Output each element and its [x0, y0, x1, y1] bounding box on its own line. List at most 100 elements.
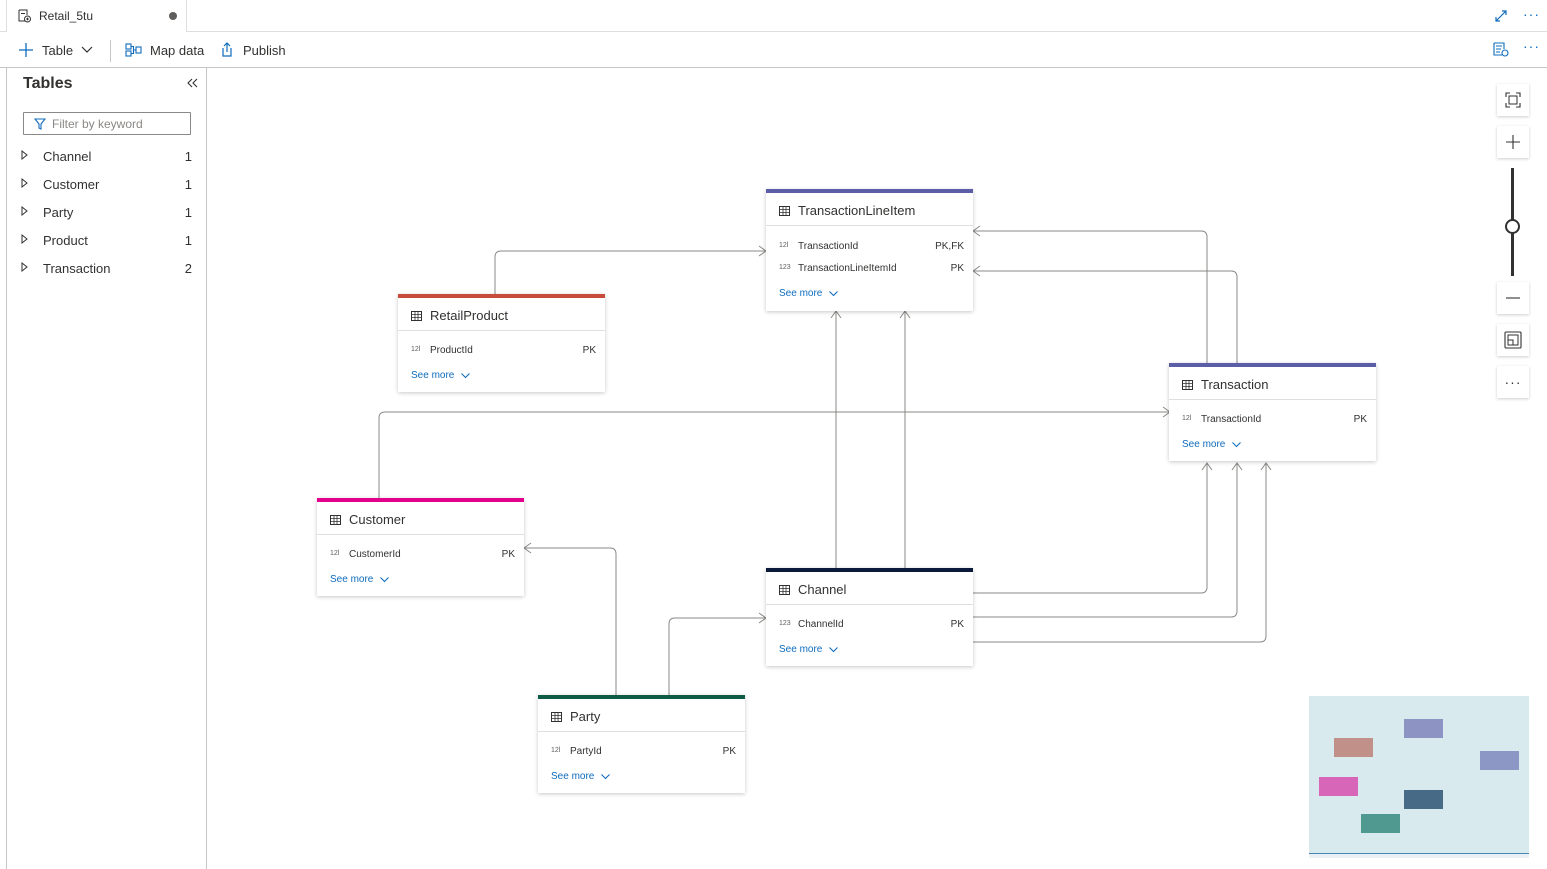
publish-icon — [222, 42, 232, 57]
attribute-name: TransactionId — [1201, 414, 1262, 425]
attribute-type-icon: 123 — [779, 264, 791, 271]
see-more-label: See more — [330, 574, 374, 585]
diagram-canvas[interactable]: TransactionLineItem 12l TransactionId PK… — [207, 68, 1547, 869]
entity-attribute-row[interactable]: 12l CustomerId PK — [317, 545, 524, 565]
map-data-button[interactable]: Map data — [125, 32, 204, 68]
attribute-type-icon: 12l — [330, 550, 340, 557]
attribute-name: ChannelId — [798, 619, 844, 630]
chevron-down-icon — [380, 576, 390, 582]
attribute-key: PK — [950, 619, 964, 630]
relationship-line — [494, 250, 765, 295]
relationship-line — [974, 270, 1238, 364]
arrowhead — [972, 265, 981, 277]
see-more-label: See more — [779, 644, 823, 655]
chevron-down-icon — [829, 646, 839, 652]
table-icon — [330, 515, 341, 525]
minimap-toggle-icon — [1504, 331, 1522, 349]
entity-retailproduct[interactable]: RetailProduct 12l ProductId PK See more — [398, 294, 605, 392]
table-icon — [779, 585, 790, 595]
more-options-button[interactable]: ··· — [1497, 366, 1529, 398]
arrowhead — [972, 225, 981, 237]
minimap-node-retailproduct — [1334, 738, 1373, 757]
entity-party[interactable]: Party 12l PartyId PK See more — [538, 695, 745, 793]
entity-name: Party — [570, 709, 601, 724]
table-icon — [1182, 380, 1193, 390]
relationship-line — [668, 617, 765, 695]
map-data-label: Map data — [150, 42, 205, 58]
collapse-panel-icon[interactable] — [187, 78, 199, 88]
see-more-link[interactable]: See more — [779, 288, 839, 299]
entity-customer[interactable]: Customer 12l CustomerId PK See more — [317, 498, 524, 596]
entity-attribute-row[interactable]: 12l ProductId PK — [398, 341, 605, 361]
entity-attribute-row[interactable]: 123 TransactionLineItemId PK — [766, 259, 973, 279]
filter-box[interactable] — [23, 112, 191, 135]
entity-attribute-row[interactable]: 123 ChannelId PK — [766, 615, 973, 635]
arrowhead — [1201, 462, 1213, 471]
tree-item-label: Transaction — [43, 261, 111, 276]
attribute-type-icon: 12l — [1182, 415, 1192, 422]
table-icon — [779, 206, 790, 216]
arrowhead — [523, 542, 532, 554]
expand-icon[interactable] — [1493, 8, 1509, 24]
entity-header: TransactionLineItem — [766, 193, 973, 226]
see-more-link[interactable]: See more — [411, 370, 471, 381]
see-more-link[interactable]: See more — [330, 574, 390, 585]
entity-header: Party — [538, 699, 745, 732]
minimap-node-transactionlineitem — [1404, 719, 1443, 738]
entity-color-bar — [538, 695, 745, 699]
caret-right-icon — [21, 234, 28, 244]
publish-button[interactable]: Publish — [219, 32, 286, 68]
properties-icon[interactable] — [1492, 41, 1510, 58]
panel-title: Tables — [23, 75, 73, 92]
tree-item-transaction[interactable]: Transaction 2 — [21, 256, 197, 280]
see-more-link[interactable]: See more — [1182, 439, 1242, 450]
chevron-down-icon — [829, 290, 839, 296]
minimap-node-customer — [1319, 777, 1358, 796]
add-table-button[interactable]: Table — [18, 32, 93, 68]
tree-item-party[interactable]: Party 1 — [21, 200, 197, 224]
see-more-link[interactable]: See more — [551, 771, 611, 782]
zoom-out-button[interactable] — [1497, 282, 1529, 314]
chevron-down-icon — [81, 46, 93, 53]
attribute-key: PK — [950, 263, 964, 274]
tree-item-label: Party — [43, 205, 74, 220]
arrowhead — [1260, 462, 1272, 471]
entity-attribute-row[interactable]: 12l TransactionId PK,FK — [766, 237, 973, 257]
zoom-slider-handle[interactable] — [1505, 219, 1520, 234]
minimap-scrollbar — [1309, 854, 1529, 858]
entity-attribute-row[interactable]: 12l TransactionId PK — [1169, 410, 1376, 430]
entity-channel[interactable]: Channel 123 ChannelId PK See more — [766, 568, 973, 666]
entity-attribute-row[interactable]: 12l PartyId PK — [538, 742, 745, 762]
see-more-label: See more — [1182, 439, 1226, 450]
see-more-link[interactable]: See more — [779, 644, 839, 655]
table-icon — [411, 311, 422, 321]
attribute-name: ProductId — [430, 345, 473, 356]
tree-item-customer[interactable]: Customer 1 — [21, 172, 197, 196]
attribute-type-icon: 123 — [779, 620, 791, 627]
entity-color-bar — [1169, 363, 1376, 367]
publish-label: Publish — [243, 42, 286, 58]
see-more-label: See more — [411, 370, 455, 381]
tab-more-icon[interactable]: ··· — [1523, 6, 1540, 22]
zoom-in-button[interactable] — [1497, 126, 1529, 158]
filter-input[interactable] — [52, 114, 188, 133]
entity-transactionlineitem[interactable]: TransactionLineItem 12l TransactionId PK… — [766, 189, 973, 311]
tree-item-channel[interactable]: Channel 1 — [21, 144, 197, 168]
toolbar-more-icon[interactable]: ··· — [1523, 38, 1540, 54]
entity-header: RetailProduct — [398, 298, 605, 331]
minimap[interactable] — [1309, 696, 1529, 858]
caret-right-icon — [21, 178, 28, 188]
chevron-down-icon — [1232, 441, 1242, 447]
fit-to-screen-button[interactable] — [1497, 84, 1529, 116]
tree-item-product[interactable]: Product 1 — [21, 228, 197, 252]
tab-retail-5tu[interactable]: Retail_5tu — [6, 0, 187, 32]
entity-name: TransactionLineItem — [798, 203, 916, 218]
minimap-toggle-button[interactable] — [1497, 324, 1529, 356]
see-more-label: See more — [551, 771, 595, 782]
entity-name: Transaction — [1201, 377, 1269, 392]
entity-transaction[interactable]: Transaction 12l TransactionId PK See mor… — [1169, 363, 1376, 461]
relationship-line — [973, 463, 1267, 643]
add-table-label: Table — [42, 42, 74, 58]
entity-color-bar — [766, 189, 973, 193]
entity-color-bar — [398, 294, 605, 298]
